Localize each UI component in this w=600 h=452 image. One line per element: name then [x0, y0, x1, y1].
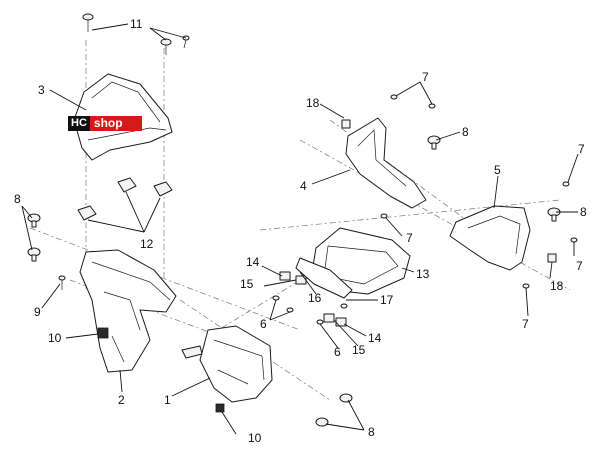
callout-12: 12: [140, 237, 154, 251]
part-5-right-bracket: [449, 205, 557, 271]
callout-11: 11: [130, 17, 143, 31]
callout-leader-lines: [21, 23, 579, 435]
callout-6-left: 6: [260, 317, 267, 331]
callout-7-right-top: 7: [578, 142, 585, 156]
callout-7-top: 7: [422, 70, 429, 84]
callout-7-mid: 7: [406, 231, 413, 245]
watermark-hc: HC: [68, 116, 90, 131]
callout-14-upper: 14: [246, 255, 260, 269]
callout-10-left: 10: [48, 331, 62, 345]
callout-8-left: 8: [14, 192, 21, 206]
callout-7-lower: 7: [522, 317, 529, 331]
callout-6-right: 6: [334, 345, 341, 359]
callout-labels: 11 3 8 12 9 10 2 1 10 8 18 7 8 4 7 5 7 8…: [14, 17, 587, 445]
callout-1: 1: [164, 393, 171, 407]
part-10-nuts: [97, 327, 225, 413]
callout-15-upper: 15: [240, 277, 254, 291]
callout-9: 9: [34, 305, 41, 319]
callout-7-right: 7: [576, 259, 583, 273]
part-4-mount-bracket: [341, 117, 427, 209]
part-11-screws: [82, 13, 190, 55]
callout-8-upper: 8: [462, 125, 469, 139]
callout-17: 17: [380, 293, 394, 307]
watermark-shop: shop: [93, 116, 123, 130]
part-8-bolts-right: [315, 135, 561, 427]
callout-5: 5: [494, 163, 501, 177]
watermark-logo: HC shop: [68, 116, 142, 131]
callout-16: 16: [308, 291, 322, 305]
part-8-9-bolts-left: [27, 213, 66, 290]
part-1-right-bracket: [181, 325, 273, 403]
part-2-left-bracket: [79, 249, 177, 373]
callout-2: 2: [118, 393, 125, 407]
callout-18-right: 18: [550, 279, 564, 293]
parts-14-17-fittings: [272, 257, 353, 327]
callout-15-lower: 15: [352, 343, 366, 357]
callout-13: 13: [416, 267, 430, 281]
callout-14-lower: 14: [368, 331, 382, 345]
callout-10-bottom: 10: [248, 431, 262, 445]
callout-18-left: 18: [306, 96, 320, 110]
part-12-clips: [77, 177, 173, 221]
callout-8-right: 8: [580, 205, 587, 219]
callout-3: 3: [38, 83, 45, 97]
callout-8-bottom: 8: [368, 425, 375, 439]
callout-4: 4: [300, 179, 307, 193]
